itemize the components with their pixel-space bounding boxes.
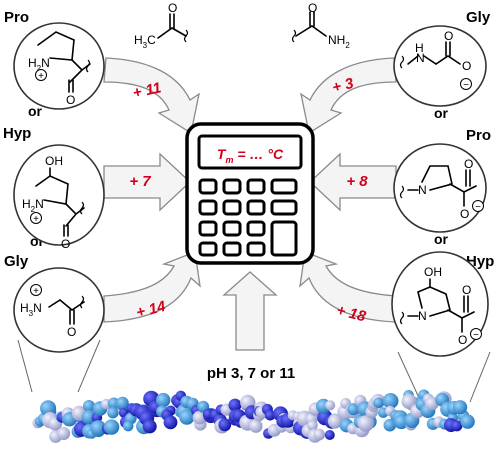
svg-text:−: − — [475, 202, 481, 213]
calculator-icon: Tm = … °C — [185, 122, 315, 265]
arrow-left-top — [103, 57, 200, 135]
helix-atom — [142, 419, 157, 434]
helix-atom — [401, 393, 417, 410]
svg-text:+: + — [38, 71, 44, 82]
right-gly-structure: H N O O − — [393, 25, 487, 107]
increment-right-top: + 3 — [331, 75, 356, 97]
helix-atom — [324, 430, 335, 440]
helix-atom — [357, 415, 374, 432]
svg-text:OH: OH — [424, 265, 442, 279]
helix-atom — [81, 409, 97, 425]
arrow-up — [222, 271, 278, 351]
svg-text:+: + — [33, 286, 39, 297]
left-arrows — [103, 57, 201, 323]
right-residue-1-name: Gly — [466, 9, 491, 26]
increment-right-mid: + 8 — [346, 173, 368, 190]
helix-atom — [116, 396, 129, 410]
svg-text:O: O — [66, 93, 75, 107]
svg-text:−: − — [473, 330, 479, 341]
helix-atom — [156, 392, 171, 408]
svg-text:H2N: H2N — [22, 197, 44, 214]
amide-cap: O NH2 — [291, 1, 350, 50]
arrow-right-mid — [309, 152, 397, 212]
right-pro-structure: N O O − — [393, 143, 487, 233]
right-residue-3-connector: or — [434, 231, 449, 247]
collagen-helix — [32, 389, 475, 443]
left-residue-1-name: Pro — [4, 9, 29, 26]
arrow-right-top — [300, 57, 397, 135]
left-residue-2-name: Hyp — [3, 125, 31, 142]
arrow-right-bot — [299, 251, 397, 323]
left-residue-3-name: Gly — [4, 253, 29, 270]
svg-text:−: − — [463, 80, 469, 91]
helix-atom — [228, 398, 242, 412]
svg-text:N: N — [418, 309, 427, 323]
svg-text:O: O — [61, 237, 70, 251]
svg-text:O: O — [67, 325, 76, 339]
helix-atom — [373, 397, 384, 409]
calculator-readout: Tm = … °C — [217, 146, 284, 165]
svg-text:H: H — [415, 41, 424, 55]
helix-atom — [83, 400, 95, 412]
left-residue-2-connector: or — [28, 103, 43, 119]
helix-atom — [325, 400, 336, 411]
callout-right — [397, 351, 491, 403]
calculator-display — [197, 134, 303, 170]
acetyl-cap: H3C O — [134, 1, 189, 50]
svg-text:O: O — [458, 333, 467, 347]
helix-atom — [453, 400, 468, 415]
helix-atom — [307, 420, 318, 431]
svg-text:N: N — [416, 51, 425, 65]
increment-right-bot: + 18 — [335, 302, 368, 326]
right-residue-2-connector: or — [434, 105, 449, 121]
helix-atom — [179, 409, 195, 425]
svg-text:O: O — [462, 283, 471, 297]
helix-atom — [460, 414, 475, 429]
svg-text:O: O — [308, 1, 317, 15]
helix-atom — [313, 428, 326, 441]
left-hyp-structure: OH H2N + O — [13, 144, 105, 251]
svg-text:H3N: H3N — [20, 301, 42, 318]
ph-condition: pH 3, 7 or 11 — [207, 365, 295, 382]
svg-text:H3C: H3C — [134, 33, 156, 50]
arrow-left-bot — [103, 251, 201, 323]
svg-text:O: O — [462, 59, 471, 73]
right-arrows — [299, 57, 397, 323]
callout-left — [17, 339, 101, 393]
increment-left-top: + 11 — [131, 79, 162, 102]
helix-atom — [218, 418, 232, 432]
helix-atom — [40, 400, 57, 417]
helix-atom — [327, 414, 343, 429]
helix-atom — [264, 410, 276, 421]
helix-atom — [163, 415, 178, 430]
left-pro-structure: H2N + O — [13, 22, 105, 110]
helix-atom — [249, 419, 263, 433]
helix-atom — [90, 420, 107, 436]
svg-text:N: N — [418, 183, 427, 197]
arrow-left-mid — [103, 152, 191, 212]
svg-text:O: O — [168, 1, 177, 15]
increment-left-mid: + 7 — [129, 173, 151, 190]
svg-text:+: + — [33, 214, 39, 225]
svg-text:NH2: NH2 — [328, 33, 350, 50]
helix-atom — [347, 403, 360, 416]
svg-text:OH: OH — [45, 154, 63, 168]
helix-atom — [382, 393, 399, 409]
right-hyp-structure: OH N O O − — [391, 251, 489, 357]
helix-atom — [451, 420, 463, 432]
helix-atom — [107, 407, 119, 419]
helix-atom — [103, 419, 120, 435]
increment-left-bot: + 14 — [134, 298, 167, 322]
svg-text:O: O — [464, 157, 473, 171]
calculator-keys — [198, 178, 298, 257]
svg-text:O: O — [444, 29, 453, 43]
svg-text:O: O — [460, 207, 469, 221]
left-gly-structure: + H3N O — [13, 267, 105, 353]
right-residue-2-name: Pro — [466, 127, 491, 144]
helix-atom — [57, 427, 71, 440]
svg-text:H2N: H2N — [28, 56, 50, 73]
helix-atom — [122, 420, 134, 432]
